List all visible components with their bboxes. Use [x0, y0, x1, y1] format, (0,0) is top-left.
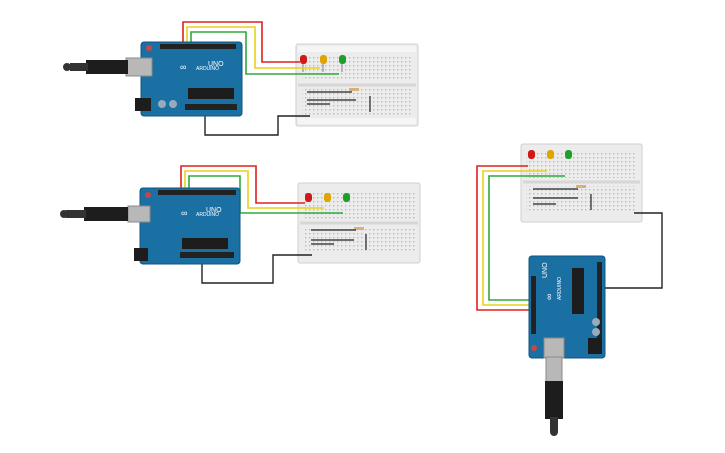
breadboard[interactable] [297, 182, 421, 264]
wire-yellow[interactable] [482, 170, 547, 306]
arduino-board[interactable]: ARDUINO UNO ∞ [127, 187, 241, 265]
wire-ground[interactable] [201, 254, 312, 284]
wire-yellow[interactable] [184, 170, 324, 209]
arduino-board[interactable]: ARDUINO UNO ∞ [125, 41, 243, 117]
resistor[interactable] [354, 227, 364, 230]
resistor[interactable] [576, 185, 586, 188]
led-red[interactable] [305, 193, 312, 202]
wire-green[interactable] [188, 175, 343, 214]
board-model: UNO [542, 262, 549, 278]
usb-cable-icon[interactable] [63, 60, 128, 74]
led-red[interactable] [528, 150, 535, 159]
board-model: UNO [208, 61, 224, 68]
circuit-top-left[interactable]: ARDUINO UNO ∞ [63, 21, 419, 136]
wire-red[interactable] [180, 165, 305, 204]
led-yellow[interactable] [547, 150, 554, 159]
wire-green[interactable] [488, 175, 565, 301]
arduino-logo-icon: ∞ [181, 208, 187, 218]
circuit-right[interactable]: ∞ UNO ARDUINO [476, 143, 663, 436]
breadboard-jumpers [311, 229, 367, 250]
wire-ground[interactable] [604, 212, 663, 289]
breadboard[interactable] [295, 43, 419, 127]
breadboard-jumpers [307, 91, 371, 112]
breadboard-jumpers [533, 188, 592, 210]
led-yellow[interactable] [320, 55, 327, 72]
usb-cable-icon[interactable] [545, 356, 563, 436]
arduino-logo-icon: ∞ [180, 62, 186, 72]
board-model: UNO [206, 207, 222, 214]
led-green[interactable] [565, 150, 572, 159]
wire-yellow[interactable] [186, 26, 320, 69]
breadboard[interactable] [520, 143, 643, 223]
wire-ground[interactable] [204, 113, 310, 136]
usb-cable-icon[interactable] [60, 207, 128, 221]
wire-green[interactable] [190, 31, 339, 75]
board-brand: ARDUINO [196, 212, 219, 218]
circuit-middle-left[interactable]: ARDUINO UNO ∞ [60, 165, 421, 284]
resistor[interactable] [349, 88, 359, 91]
led-green[interactable] [339, 55, 346, 72]
led-yellow[interactable] [324, 193, 331, 202]
board-brand: ARDUINO [557, 277, 563, 300]
led-green[interactable] [343, 193, 350, 202]
arduino-board[interactable]: ∞ UNO ARDUINO [528, 255, 606, 359]
wire-red[interactable] [476, 165, 529, 311]
wire-red[interactable] [182, 21, 300, 63]
arduino-logo-icon: ∞ [544, 294, 554, 300]
board-brand: ARDUINO [196, 66, 219, 72]
